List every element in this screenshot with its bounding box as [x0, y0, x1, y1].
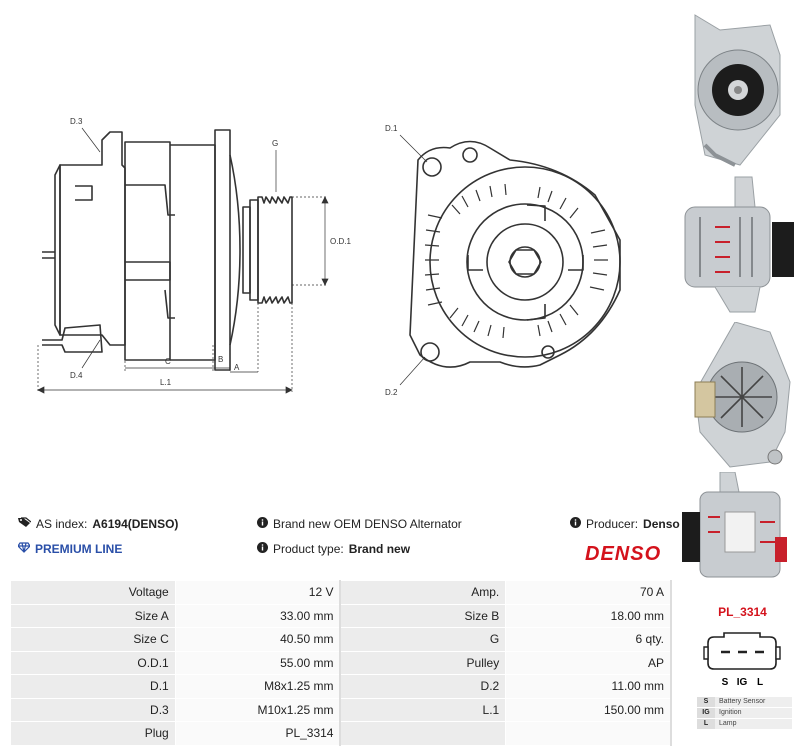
- plug-title: PL_3314: [718, 605, 767, 619]
- legend-row: IG Ignition: [697, 708, 792, 719]
- legend-key: S: [697, 697, 715, 707]
- label-c: C: [165, 357, 171, 366]
- spec-value: [505, 721, 673, 746]
- legend-row: S Battery Sensor: [697, 697, 792, 708]
- spec-value: 55.00 mm: [174, 650, 342, 675]
- info-icon: [257, 542, 268, 556]
- photo-front-view[interactable]: [680, 5, 800, 170]
- spec-value: 6 qty.: [505, 627, 673, 652]
- spec-value: 18.00 mm: [505, 603, 673, 628]
- info-icon: [257, 517, 268, 531]
- spec-value: 150.00 mm: [505, 697, 673, 722]
- tag-icon: [18, 517, 32, 531]
- product-type: Product type: Brand new: [257, 542, 410, 556]
- spec-value: 11.00 mm: [505, 674, 673, 699]
- spec-key: L.1: [339, 697, 507, 722]
- spec-key: Pulley: [339, 650, 507, 675]
- spec-key: Size B: [339, 603, 507, 628]
- description: Brand new OEM DENSO Alternator: [257, 517, 462, 531]
- photo-side-view[interactable]: [680, 172, 800, 322]
- spec-key: Voltage: [10, 580, 176, 605]
- producer-value: Denso: [643, 517, 680, 531]
- spec-key: [339, 721, 507, 746]
- spec-key: Amp.: [339, 580, 507, 605]
- denso-logo: DENSO: [585, 543, 662, 565]
- spec-value: 70 A: [505, 580, 673, 605]
- label-g: G: [272, 139, 278, 148]
- legend-value: Lamp: [715, 719, 792, 729]
- pin-label-ig: IG: [737, 677, 748, 688]
- legend-value: Ignition: [715, 708, 792, 718]
- label-d1: D.1: [385, 124, 398, 133]
- plug-diagram: PL_3314 S IG L: [690, 605, 795, 694]
- pin-label-l: L: [757, 677, 763, 688]
- spec-key: D.2: [339, 674, 507, 699]
- label-d3: D.3: [70, 117, 83, 126]
- premium-line-label: PREMIUM LINE: [35, 542, 123, 556]
- spec-value: M8x1.25 mm: [174, 674, 342, 699]
- spec-key: O.D.1: [10, 650, 176, 675]
- premium-line: PREMIUM LINE: [17, 542, 123, 556]
- spec-value: 40.50 mm: [174, 627, 342, 652]
- label-b: B: [218, 355, 223, 364]
- legend-row: L Lamp: [697, 719, 792, 730]
- pin-label-s: S: [722, 677, 729, 688]
- product-type-value: Brand new: [348, 542, 411, 556]
- spec-value: M10x1.25 mm: [174, 697, 342, 722]
- description-text: Brand new OEM DENSO Alternator: [273, 517, 462, 531]
- spec-value: 12 V: [174, 580, 342, 605]
- label-d4: D.4: [70, 371, 83, 380]
- photo-label-view[interactable]: [680, 472, 800, 597]
- legend-key: L: [697, 719, 715, 729]
- spec-key: Plug: [10, 721, 176, 746]
- label-od1: O.D.1: [330, 237, 351, 246]
- plug-legend: S Battery Sensor IG Ignition L Lamp: [697, 697, 792, 730]
- as-index: AS index: A6194(DENSO): [18, 517, 178, 531]
- product-type-label: Product type:: [273, 542, 344, 556]
- spec-key: Size A: [10, 603, 176, 628]
- label-l1: L.1: [160, 378, 172, 387]
- as-index-label: AS index:: [36, 517, 88, 531]
- legend-key: IG: [697, 708, 715, 718]
- spec-key: D.1: [10, 674, 176, 699]
- label-a: A: [234, 363, 240, 372]
- as-index-value: A6194(DENSO): [92, 517, 179, 531]
- product-info: AS index: A6194(DENSO) PREMIUM LINE Bran…: [0, 515, 680, 575]
- plug-connector-icon: S IG L: [703, 632, 781, 688]
- spec-key: Size C: [10, 627, 176, 652]
- spec-value: 33.00 mm: [174, 603, 342, 628]
- spec-value: PL_3314: [174, 721, 342, 746]
- photo-rear-view[interactable]: [680, 322, 800, 472]
- spec-key: G: [339, 627, 507, 652]
- spec-key: D.3: [10, 697, 176, 722]
- label-d2: D.2: [385, 388, 398, 397]
- legend-value: Battery Sensor: [715, 697, 792, 707]
- producer: Producer: Denso: [570, 517, 680, 531]
- diamond-icon: [17, 542, 31, 556]
- producer-label: Producer:: [586, 517, 639, 531]
- info-icon: [570, 517, 581, 531]
- technical-drawing: D.3 D.4 G O.D.1 C B A L.1 D.1 D.2: [37, 117, 621, 397]
- spec-value: AP: [505, 650, 673, 675]
